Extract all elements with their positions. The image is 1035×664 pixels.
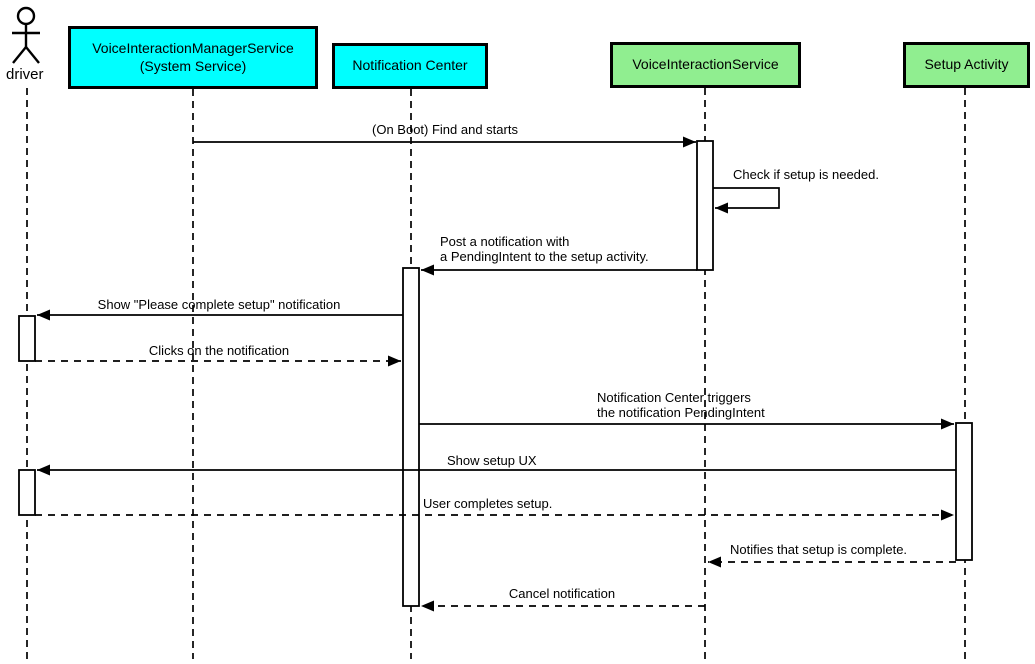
participant-setup-activity-label: Setup Activity xyxy=(924,56,1009,73)
activation-driver-1 xyxy=(18,315,36,362)
message-label-check-if-setup-is-needed: Check if setup is needed. xyxy=(733,167,879,182)
message-label-cancel-notification: Cancel notification xyxy=(508,586,616,601)
message-label-clicks-on-the-notification: Clicks on the notification xyxy=(148,343,290,358)
activation-notification-center xyxy=(402,267,420,607)
message-label-show-setup-ux: Show setup UX xyxy=(447,453,537,468)
message-label-on-boot-find-and-starts: (On Boot) Find and starts xyxy=(372,122,518,137)
message-line-check-if-setup-is-needed xyxy=(713,187,780,214)
activation-voiceinteractionservice xyxy=(696,140,714,271)
participant-voiceinteractionservice-label: VoiceInteractionService xyxy=(632,56,779,73)
participant-setup-activity: Setup Activity xyxy=(903,42,1030,88)
participant-notification-center-label: Notification Center xyxy=(352,57,468,74)
participant-notification-center: Notification Center xyxy=(332,43,488,89)
actor-driver-label: driver xyxy=(6,66,44,83)
message-label-user-completes-setup: User completes setup. xyxy=(423,496,553,511)
message-label-post-a-notification: Post a notification with a PendingIntent… xyxy=(440,234,649,264)
message-label-triggers-pendingintent: Notification Center triggers the notific… xyxy=(597,390,765,420)
actor-driver-icon xyxy=(12,6,40,64)
participant-voiceinteractionservice: VoiceInteractionService xyxy=(610,42,801,88)
activation-setup-activity xyxy=(955,422,973,561)
participant-voiceinteractionmanagerservice-label: VoiceInteractionManagerService (System S… xyxy=(92,40,294,74)
participant-voiceinteractionmanagerservice: VoiceInteractionManagerService (System S… xyxy=(68,26,318,89)
activation-driver-2 xyxy=(18,469,36,516)
message-label-notifies-setup-complete: Notifies that setup is complete. xyxy=(730,542,908,557)
message-label-show-please-complete-setup: Show "Please complete setup" notificatio… xyxy=(97,297,341,312)
